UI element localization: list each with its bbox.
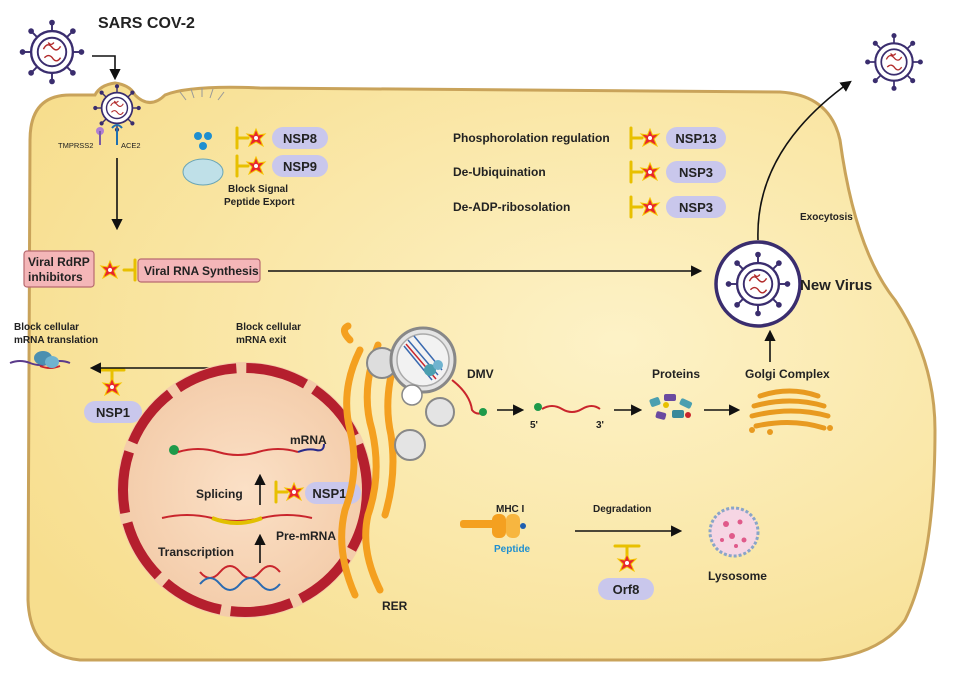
rdrp-inhibitor-line1: Viral RdRP (28, 255, 90, 269)
lysosome-icon (708, 506, 760, 558)
ace2-label: ACE2 (121, 141, 141, 150)
new-virus-label: New Virus (800, 277, 872, 294)
signal-caption-line1: Block Signal (228, 184, 288, 195)
dna-helix-icon (199, 565, 281, 591)
nsp1-blocker-icon (98, 368, 126, 396)
dmv-label: DMV (467, 367, 494, 381)
regulation-protein-0: NSP13 (675, 131, 716, 146)
nsp8-label: NSP8 (283, 131, 317, 146)
burst-icon (179, 88, 225, 101)
orf8-blocker-icon (613, 544, 641, 572)
rer-label: RER (382, 599, 408, 613)
nucleus (117, 362, 373, 618)
viral-rna-icon (534, 403, 601, 413)
diagram-title: SARS COV-2 (98, 15, 195, 32)
orf8-pill (598, 578, 654, 600)
exocytosis-label: Exocytosis (800, 212, 853, 223)
regulation-pill-1 (666, 161, 726, 183)
mrna-label: mRNA (290, 433, 327, 447)
regulation-blocker-icon-1 (629, 160, 660, 184)
nsp9-blocker-icon (235, 154, 266, 178)
ribosome-icon (9, 351, 71, 369)
translation-block-line2: mRNA translation (14, 335, 98, 346)
mrna-exit-line2: mRNA exit (236, 335, 287, 346)
proteins-icon (649, 394, 693, 420)
rer-icon (338, 322, 399, 599)
rdrp-blocker-icon (100, 258, 137, 282)
nsp1-pill (84, 401, 142, 423)
golgi-label: Golgi Complex (745, 367, 830, 381)
golgi-icon (749, 388, 833, 435)
dmv-icon (366, 326, 487, 461)
rdrp-inhibitor-box (23, 250, 95, 288)
splicing-label: Splicing (196, 487, 243, 501)
regulation-label-1: De-Ubiquination (453, 165, 546, 179)
nsp16-blocker-icon (274, 480, 304, 504)
degradation-label: Degradation (593, 504, 651, 515)
rdrp-inhibitor-line2: inhibitors (28, 270, 83, 284)
signal-peptide-icon (182, 132, 224, 186)
mhc-label: MHC I (496, 504, 525, 515)
lysosome-label: Lysosome (708, 569, 767, 583)
sars-cov2-virus-icon (18, 18, 86, 86)
nsp16-label: NSP16 (312, 486, 353, 501)
signal-caption-line2: Peptide Export (224, 197, 295, 208)
receptor-icon (96, 124, 123, 145)
mrna-strand-icon (169, 443, 325, 456)
regulation-label-0: Phosphorolation regulation (453, 131, 610, 145)
pre-mrna-label: Pre-mRNA (276, 529, 336, 543)
regulation-pill-2 (666, 196, 726, 218)
regulation-protein-2: NSP3 (679, 200, 713, 215)
regulation-blocker-icon-2 (629, 195, 660, 219)
regulation-pill-0 (666, 127, 726, 149)
regulation-protein-1: NSP3 (679, 165, 713, 180)
nsp1-label: NSP1 (96, 405, 130, 420)
proteins-label: Proteins (652, 367, 700, 381)
nsp9-label: NSP9 (283, 159, 317, 174)
translation-block-line1: Block cellular (14, 322, 79, 333)
mrna-exit-line1: Block cellular (236, 322, 301, 333)
orf8-label: Orf8 (613, 582, 640, 597)
released-virus-icon (864, 32, 924, 92)
pre-mrna-strand-icon (161, 514, 313, 525)
viral-rna-synthesis-box (137, 258, 261, 283)
regulation-label-2: De-ADP-ribosolation (453, 200, 570, 214)
mhc-complex-icon (460, 514, 526, 538)
transcription-label: Transcription (158, 545, 234, 559)
rna-3-prime: 3' (596, 420, 604, 431)
nsp8-blocker-icon (235, 126, 266, 150)
new-virus-icon (714, 240, 802, 328)
peptide-label: Peptide (494, 544, 531, 555)
nsp8-pill (272, 127, 328, 149)
nsp9-pill (272, 155, 328, 177)
tmprss2-label: TMPRSS2 (58, 141, 93, 150)
viral-rna-synthesis-label: Viral RNA Synthesis (144, 264, 259, 278)
rna-5-prime: 5' (530, 420, 538, 431)
regulation-blocker-icon-0 (629, 126, 660, 150)
